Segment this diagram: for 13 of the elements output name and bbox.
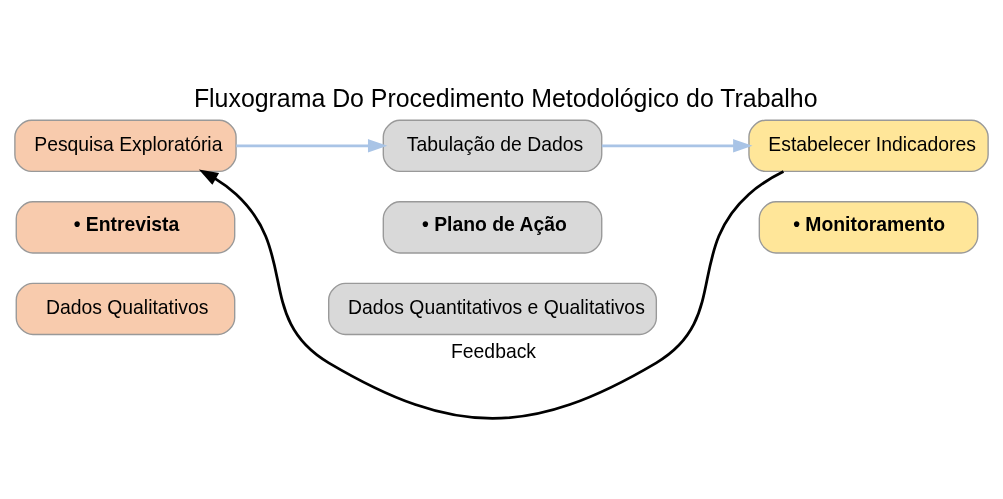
node-box: • Entrevista [15,200,236,254]
arrow [198,168,785,420]
node-box: Dados Qualitativos [15,282,236,335]
node-box: • Plano de Ação [382,200,603,254]
node-box: Pesquisa Exploratória [14,119,237,172]
edge-label: Feedback [451,339,536,362]
node-box: Dados Quantitativos e Qualitativos [328,282,658,335]
node-box: • Monitoramento [758,200,979,254]
arrow [601,138,753,153]
arrow [236,138,388,153]
node-box: Tabulação de Dados [382,119,603,172]
node-box: Estabelecer Indicadores [748,119,989,172]
diagram-title: Fluxograma Do Procedimento Metodológico do Trabalho [193,83,818,112]
